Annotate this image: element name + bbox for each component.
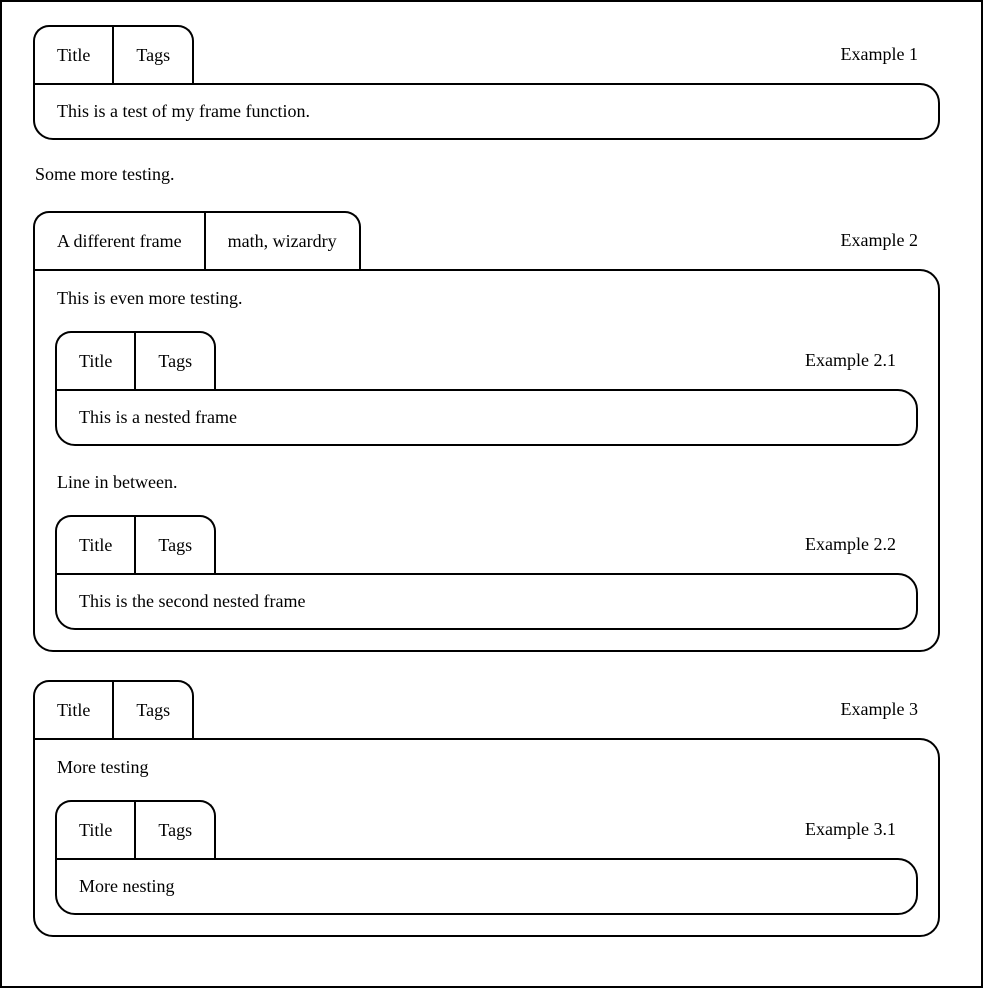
- frame-1-tab-row: Title Tags Example 1: [33, 25, 940, 83]
- frame-2-2-tab: Title Tags: [55, 515, 217, 573]
- frame-1-tags-cell: Tags: [112, 27, 192, 83]
- frame-2-intro-text: This is even more testing.: [57, 288, 243, 308]
- frame-2-body: This is even more testing. Title Tags Ex…: [33, 269, 940, 652]
- frame-1-tab: Title Tags: [33, 25, 195, 83]
- frame-3-1-body: More nesting: [55, 858, 918, 915]
- frame-3-tags-cell: Tags: [112, 682, 192, 738]
- frame-3-1-tab-row: Title Tags Example 3.1: [55, 800, 918, 858]
- frame-2-1-tags-cell: Tags: [134, 333, 214, 389]
- gap-between-frame-2-and-3: [33, 652, 940, 680]
- frame-2-tab: A different frame math, wizardry: [33, 211, 361, 269]
- frame-example-1: Title Tags Example 1 This is a test of m…: [33, 25, 940, 140]
- frame-3-1-body-text: More nesting: [79, 876, 175, 896]
- frame-3-body: More testing Title Tags Example 3.1 More…: [33, 738, 940, 937]
- frame-2-2-tab-row: Title Tags Example 2.2: [55, 515, 918, 573]
- frame-3-1-tab: Title Tags: [55, 800, 217, 858]
- frame-1-title-cell: Title: [57, 44, 91, 65]
- frame-example-2-1: Title Tags Example 2.1 This is a nested …: [55, 331, 918, 446]
- frame-2-2-tags-cell: Tags: [134, 517, 214, 573]
- frame-3-1-tags-cell: Tags: [134, 802, 214, 858]
- frame-2-1-title-cell: Title: [79, 350, 113, 371]
- frame-3-1-title-cell: Title: [79, 819, 113, 840]
- frame-2-title-cell: A different frame: [57, 230, 182, 251]
- frame-3-intro-text: More testing: [57, 757, 149, 777]
- frame-2-2-example-label: Example 2.2: [805, 533, 896, 554]
- frame-2-1-example-label: Example 2.1: [805, 349, 896, 370]
- frame-3-tab: Title Tags: [33, 680, 195, 738]
- frame-example-3: Title Tags Example 3 More testing Title …: [33, 680, 940, 937]
- frame-3-title-cell: Title: [57, 699, 91, 720]
- frame-2-tags-cell: math, wizardry: [203, 213, 359, 269]
- frame-2-2-body-text: This is the second nested frame: [79, 591, 306, 611]
- frame-3-example-label: Example 3: [840, 698, 918, 719]
- frame-1-body: This is a test of my frame function.: [33, 83, 940, 140]
- frame-example-2-2: Title Tags Example 2.2 This is the secon…: [55, 515, 918, 630]
- frame-2-example-label: Example 2: [840, 229, 918, 250]
- frame-example-2: A different frame math, wizardry Example…: [33, 211, 940, 652]
- paragraph-some-more-testing: Some more testing.: [35, 164, 175, 184]
- frame-2-2-body: This is the second nested frame: [55, 573, 918, 630]
- frame-2-1-tab: Title Tags: [55, 331, 217, 389]
- frame-1-body-text: This is a test of my frame function.: [57, 101, 310, 121]
- frame-2-1-tab-row: Title Tags Example 2.1: [55, 331, 918, 389]
- frame-2-tab-row: A different frame math, wizardry Example…: [33, 211, 940, 269]
- frame-example-3-1: Title Tags Example 3.1 More nesting: [55, 800, 918, 915]
- frame-2-1-body: This is a nested frame: [55, 389, 918, 446]
- frame-2-1-body-text: This is a nested frame: [79, 407, 237, 427]
- frame-3-1-example-label: Example 3.1: [805, 818, 896, 839]
- frame-2-between-text: Line in between.: [57, 472, 178, 492]
- frame-1-example-label: Example 1: [840, 43, 918, 64]
- frame-3-tab-row: Title Tags Example 3: [33, 680, 940, 738]
- frame-2-2-title-cell: Title: [79, 534, 113, 555]
